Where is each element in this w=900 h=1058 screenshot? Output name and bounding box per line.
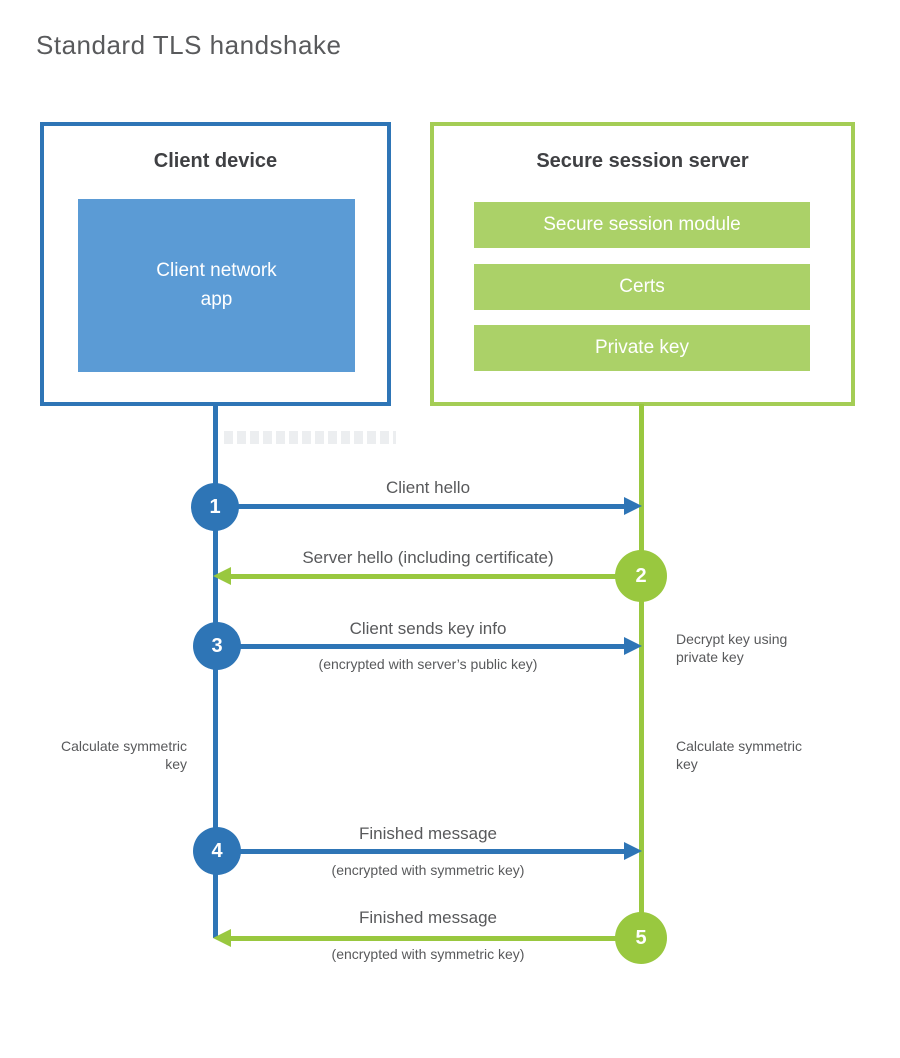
client-lifeline [213, 404, 218, 938]
client-device-title: Client device [153, 150, 278, 172]
arrow-1-right-arrowhead-icon [624, 497, 642, 515]
arrow-1-shaft [232, 503, 626, 509]
step-4-label: Finished message [359, 824, 497, 843]
client-network-app-line2: app [200, 288, 233, 310]
server-module-secure-session: Secure session module [474, 202, 810, 248]
step-circle-4: 4 [193, 827, 241, 875]
step-circle-1: 1 [191, 483, 239, 531]
step-circle-5: 5 [615, 912, 667, 964]
arrow-3-right-arrowhead-icon [624, 637, 642, 655]
step-2-label: Server hello (including certificate) [302, 548, 554, 567]
step-5-sublabel: (encrypted with symmetric key) [331, 946, 525, 962]
faint-dashes-decoration [224, 431, 396, 444]
server-title: Secure session server [536, 150, 749, 172]
arrow-4-shaft [234, 848, 626, 854]
step-4-sublabel: (encrypted with symmetric key) [331, 862, 525, 878]
step-3-sublabel: (encrypted with server’s public key) [318, 656, 538, 672]
step-circle-3: 3 [193, 622, 241, 670]
client-network-app-line1: Client network [156, 260, 277, 281]
client-network-app-box: Client network app [78, 199, 355, 372]
step-3-label: Client sends key info [349, 619, 507, 638]
server-module-certs: Certs [474, 264, 810, 310]
server-lifeline [639, 404, 644, 938]
step-1-label: Client hello [385, 478, 471, 497]
arrow-3-shaft [234, 643, 626, 649]
step-5-label: Finished message [359, 908, 497, 927]
annotation-calculate-symmetric-key-server: Calculate symmetric key [676, 738, 803, 772]
annotation-decrypt-key: Decrypt key using private key [676, 631, 788, 665]
annotation-calculate-symmetric-key-client: Calculate symmetric key [60, 738, 187, 772]
arrow-2-shaft [230, 573, 616, 579]
arrow-2-left-arrowhead-icon [213, 567, 231, 585]
arrow-4-right-arrowhead-icon [624, 842, 642, 860]
arrow-5-shaft [230, 935, 616, 941]
step-circle-2: 2 [615, 550, 667, 602]
arrow-5-left-arrowhead-icon [213, 929, 231, 947]
page-title: Standard TLS handshake [36, 30, 342, 60]
server-module-private-key: Private key [474, 325, 810, 371]
